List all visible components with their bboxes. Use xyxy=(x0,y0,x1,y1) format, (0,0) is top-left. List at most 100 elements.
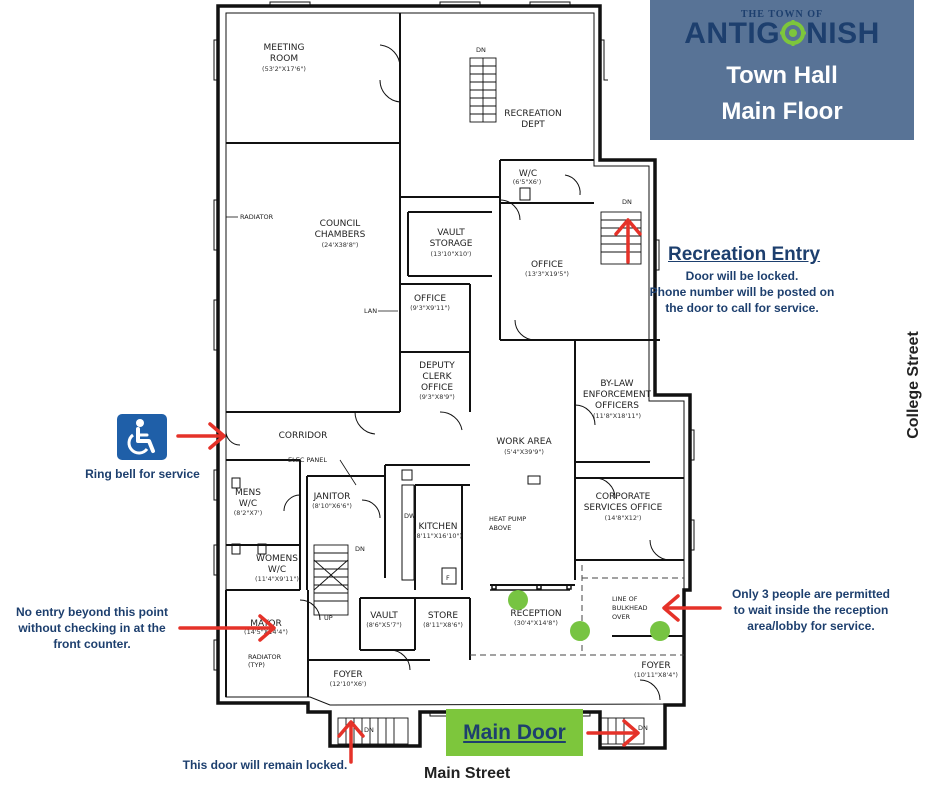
office-large-dim: (13'3"X19'5") xyxy=(525,270,569,278)
brand-right: NISH xyxy=(806,17,880,50)
council-dim: (24'X38'8") xyxy=(322,241,359,249)
bulkhead-lines xyxy=(470,565,684,656)
bylaw-dim: (11'8"X18'11") xyxy=(593,412,641,420)
dn-note-stair: DN xyxy=(355,545,365,553)
heat-pump-note: HEAT PUMP xyxy=(489,515,526,523)
recreation-entry-note: Door will be locked. Phone number will b… xyxy=(640,268,844,316)
dn-note-main: DN xyxy=(364,726,374,734)
capacity-line-3: area/lobby for service. xyxy=(747,619,875,633)
deputy-label-2: CLERK xyxy=(422,372,452,382)
corporate-dim: (14'8"X12') xyxy=(605,514,642,522)
recreation-entry-line-3: the door to call for service. xyxy=(665,301,819,315)
mens-label-2: W/C xyxy=(239,499,257,509)
arrow-recreation-entry xyxy=(614,218,642,264)
bylaw-label-2: ENFORCEMENT xyxy=(583,390,652,400)
vault-storage-label: VAULT xyxy=(437,228,465,238)
meeting-room-label: MEETING xyxy=(264,43,305,53)
recreation-entry-line-1: Door will be locked. xyxy=(685,269,799,283)
arrow-locked-door xyxy=(337,720,365,764)
dn-note-main-right: DN xyxy=(638,724,648,732)
exterior-walls xyxy=(216,4,692,750)
vault-dim: (8'6"X5'7") xyxy=(366,621,402,629)
waiting-dot-2 xyxy=(570,621,590,641)
meeting-room-dim: (53'2"X17'6") xyxy=(262,65,306,73)
vault-storage-label-2: STORAGE xyxy=(430,239,473,249)
f-note: F xyxy=(446,574,450,582)
wc-label: W/C xyxy=(519,169,537,179)
reception-counter xyxy=(490,584,572,591)
womens-dim: (11'4"X9'11") xyxy=(255,575,299,583)
vault-storage-dim: (13'10"X10') xyxy=(431,250,472,258)
main-door-label: Main Door xyxy=(446,709,583,756)
office-small-dim: (9'3"X9'11") xyxy=(410,304,450,312)
room-labels: MEETING ROOM (53'2"X17'6") RECREATION DE… xyxy=(234,43,678,688)
janitor-dim: (8'10"X6'6") xyxy=(312,502,352,510)
womens-label: WOMENS xyxy=(256,554,298,564)
mens-dim: (8'2"X7') xyxy=(234,509,263,517)
arrow-main-door xyxy=(586,719,640,747)
capacity-note: Only 3 people are permitted to wait insi… xyxy=(716,586,906,634)
no-entry-line-3: front counter. xyxy=(53,637,131,651)
brand-logo: ANTIG NISH xyxy=(650,17,914,51)
fixtures xyxy=(231,187,541,585)
recreation-label-2: DEPT xyxy=(521,120,545,130)
college-street-label: College Street xyxy=(905,331,922,439)
recreation-entry-title: Recreation Entry xyxy=(668,244,821,265)
store-label: STORE xyxy=(428,611,459,621)
bylaw-label-3: OFFICERS xyxy=(595,401,639,411)
foyer-right-dim: (10'11"X8'4") xyxy=(634,671,678,679)
bulkhead-note: LINE OF xyxy=(612,595,638,603)
gear-icon xyxy=(780,20,807,46)
title-line-1: Town Hall xyxy=(726,62,838,89)
kitchen-dim: (8'11"X16'10") xyxy=(414,532,462,540)
arrow-no-entry xyxy=(178,614,276,642)
arrow-accessible-entry xyxy=(176,422,226,450)
accessibility-sign xyxy=(117,414,167,460)
heat-pump-note-2: ABOVE xyxy=(489,524,511,532)
elec-panel-note: ELEC PANEL xyxy=(288,456,327,464)
store-dim: (8'11"X8'6") xyxy=(423,621,463,629)
no-entry-line-2: without checking in at the xyxy=(18,621,166,635)
radiator-note: RADIATOR xyxy=(240,213,274,221)
bylaw-label: BY-LAW xyxy=(600,379,633,389)
recreation-entry-line-2: Phone number will be posted on xyxy=(649,285,835,299)
lan-note: LAN xyxy=(364,307,377,315)
locked-door-note: This door will remain locked. xyxy=(182,758,348,772)
no-entry-note: No entry beyond this point without check… xyxy=(2,604,182,652)
waiting-dot-1 xyxy=(508,590,528,610)
radiator-typ-note: RADIATOR xyxy=(248,653,282,661)
mayor-dim: (14'5"X14'4") xyxy=(244,628,288,636)
capacity-line-2: to wait inside the reception xyxy=(733,603,889,617)
vault-label: VAULT xyxy=(370,611,398,621)
interior-walls xyxy=(225,13,684,697)
brand-town-of: THE TOWN OF xyxy=(740,9,824,20)
corporate-label-2: SERVICES OFFICE xyxy=(584,503,663,513)
corridor-label: CORRIDOR xyxy=(279,431,328,441)
no-entry-line-1: No entry beyond this point xyxy=(16,605,168,619)
stairs xyxy=(313,57,645,745)
capacity-line-1: Only 3 people are permitted xyxy=(731,587,891,601)
radiator-typ-note-2: (TYP) xyxy=(248,661,265,669)
work-area-dim: (5'4"X39'9") xyxy=(504,448,544,456)
mens-label: MENS xyxy=(235,488,261,498)
brand-left: ANTIG xyxy=(684,17,781,50)
main-street-label: Main Street xyxy=(424,765,511,782)
foyer-left-label: FOYER xyxy=(333,670,362,680)
arrow-waiting-limit xyxy=(662,594,722,622)
council-label-2: CHAMBERS xyxy=(315,230,366,240)
mayor-label: MAYOR xyxy=(250,619,282,629)
kitchen-label: KITCHEN xyxy=(419,522,458,532)
plan-notes: RADIATOR LAN ELEC PANEL HEAT PUMP ABOVE … xyxy=(226,46,648,734)
annotation-arrows xyxy=(176,218,722,764)
wc-dim: (6'5"X6') xyxy=(513,178,542,186)
bulkhead-note-3: OVER xyxy=(612,613,631,621)
council-label: COUNCIL xyxy=(320,219,361,229)
deputy-label-3: OFFICE xyxy=(421,383,453,393)
meeting-room-label-2: ROOM xyxy=(270,54,298,64)
foyer-right-label: FOYER xyxy=(641,661,670,671)
womens-label-2: W/C xyxy=(268,565,286,575)
reception-label: RECEPTION xyxy=(510,609,561,619)
office-large-label: OFFICE xyxy=(531,260,563,270)
